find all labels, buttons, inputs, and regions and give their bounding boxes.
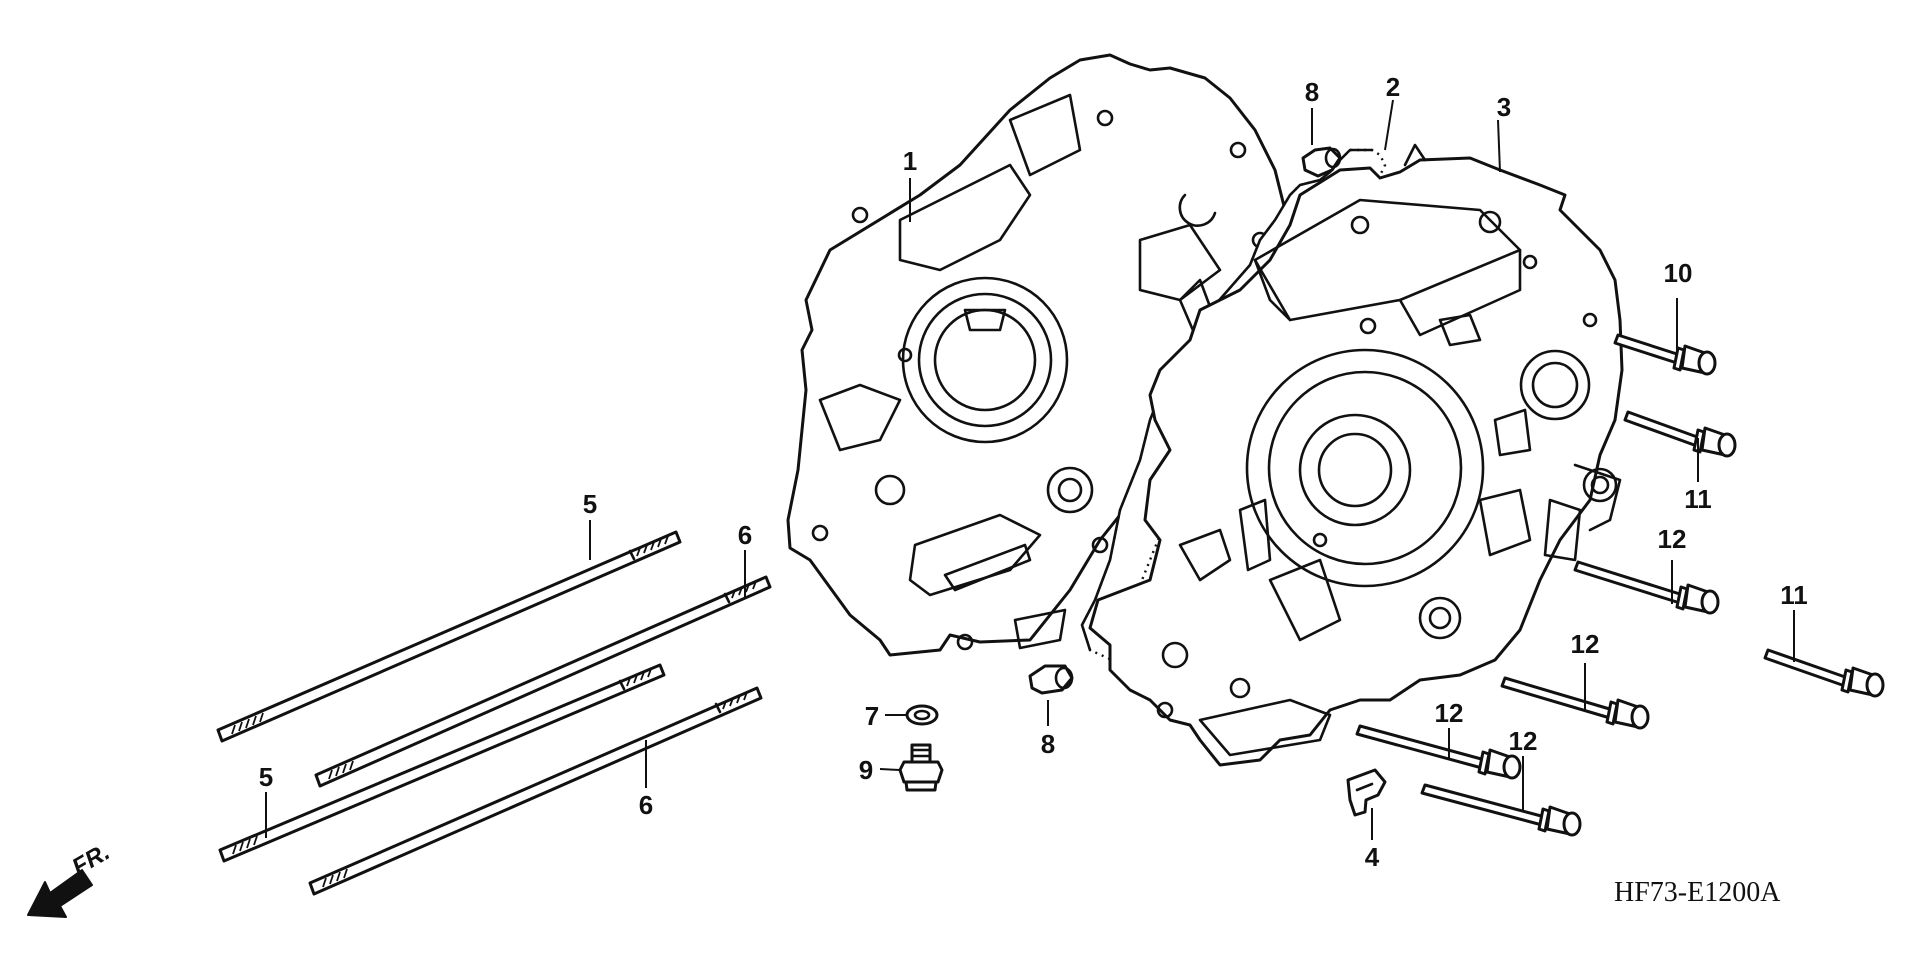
- flange-bolt-10: [1613, 333, 1717, 376]
- leader-lines: [265, 99, 1795, 840]
- sealing-washer: [905, 704, 939, 726]
- callout-5-lower: 5: [259, 762, 273, 792]
- front-direction-indicator: FR.: [27, 838, 114, 918]
- arrow-down-left-icon: [27, 869, 93, 918]
- stud-bolt-5-upper: [216, 530, 682, 743]
- callout-12-a: 12: [1658, 524, 1687, 554]
- callout-1: 1: [903, 146, 917, 176]
- callout-8-lower: 8: [1041, 729, 1055, 759]
- stud-bolts: [216, 530, 772, 896]
- dowel-pin-lower: [1028, 664, 1074, 695]
- callout-9: 9: [859, 755, 873, 785]
- flange-bolt-12-c: [1355, 724, 1522, 780]
- drain-bolt: [898, 743, 944, 792]
- callout-11-lower: 11: [1780, 580, 1808, 610]
- flange-bolts: [1355, 333, 1885, 837]
- flange-bolt-12-d: [1420, 783, 1582, 837]
- callout-7: 7: [865, 701, 879, 731]
- wire-clamp: [1346, 768, 1387, 817]
- callout-6-upper: 6: [738, 520, 752, 550]
- callout-8-upper: 8: [1305, 77, 1319, 107]
- stud-bolt-6-lower: [308, 686, 763, 896]
- flange-bolt-11-lower: [1763, 648, 1885, 698]
- callout-12-b: 12: [1571, 629, 1600, 659]
- callout-5-upper: 5: [583, 489, 597, 519]
- flange-bolt-11-upper: [1623, 410, 1737, 458]
- callout-numbers: 1 2 3 4 5 5 6 6 7 8 8 9 10 11 11 12 12 1…: [259, 72, 1808, 872]
- flange-bolt-12-b: [1500, 676, 1650, 730]
- callout-6-lower: 6: [639, 790, 653, 820]
- callout-4: 4: [1365, 842, 1380, 872]
- flange-bolt-12-a: [1573, 560, 1720, 615]
- callout-2: 2: [1386, 72, 1400, 102]
- stud-bolt-5-lower: [218, 663, 666, 863]
- callout-3: 3: [1497, 92, 1511, 122]
- callout-12-c: 12: [1435, 698, 1464, 728]
- callout-11-upper: 11: [1684, 484, 1712, 514]
- right-crankcase: [1088, 143, 1624, 767]
- callout-10: 10: [1664, 258, 1693, 288]
- dowel-pin-upper: [1301, 146, 1342, 178]
- callout-12-d: 12: [1509, 726, 1538, 756]
- drawing-code: HF73-E1200A: [1614, 877, 1781, 908]
- left-crankcase: [786, 53, 1292, 657]
- stud-bolt-6-upper: [314, 575, 772, 788]
